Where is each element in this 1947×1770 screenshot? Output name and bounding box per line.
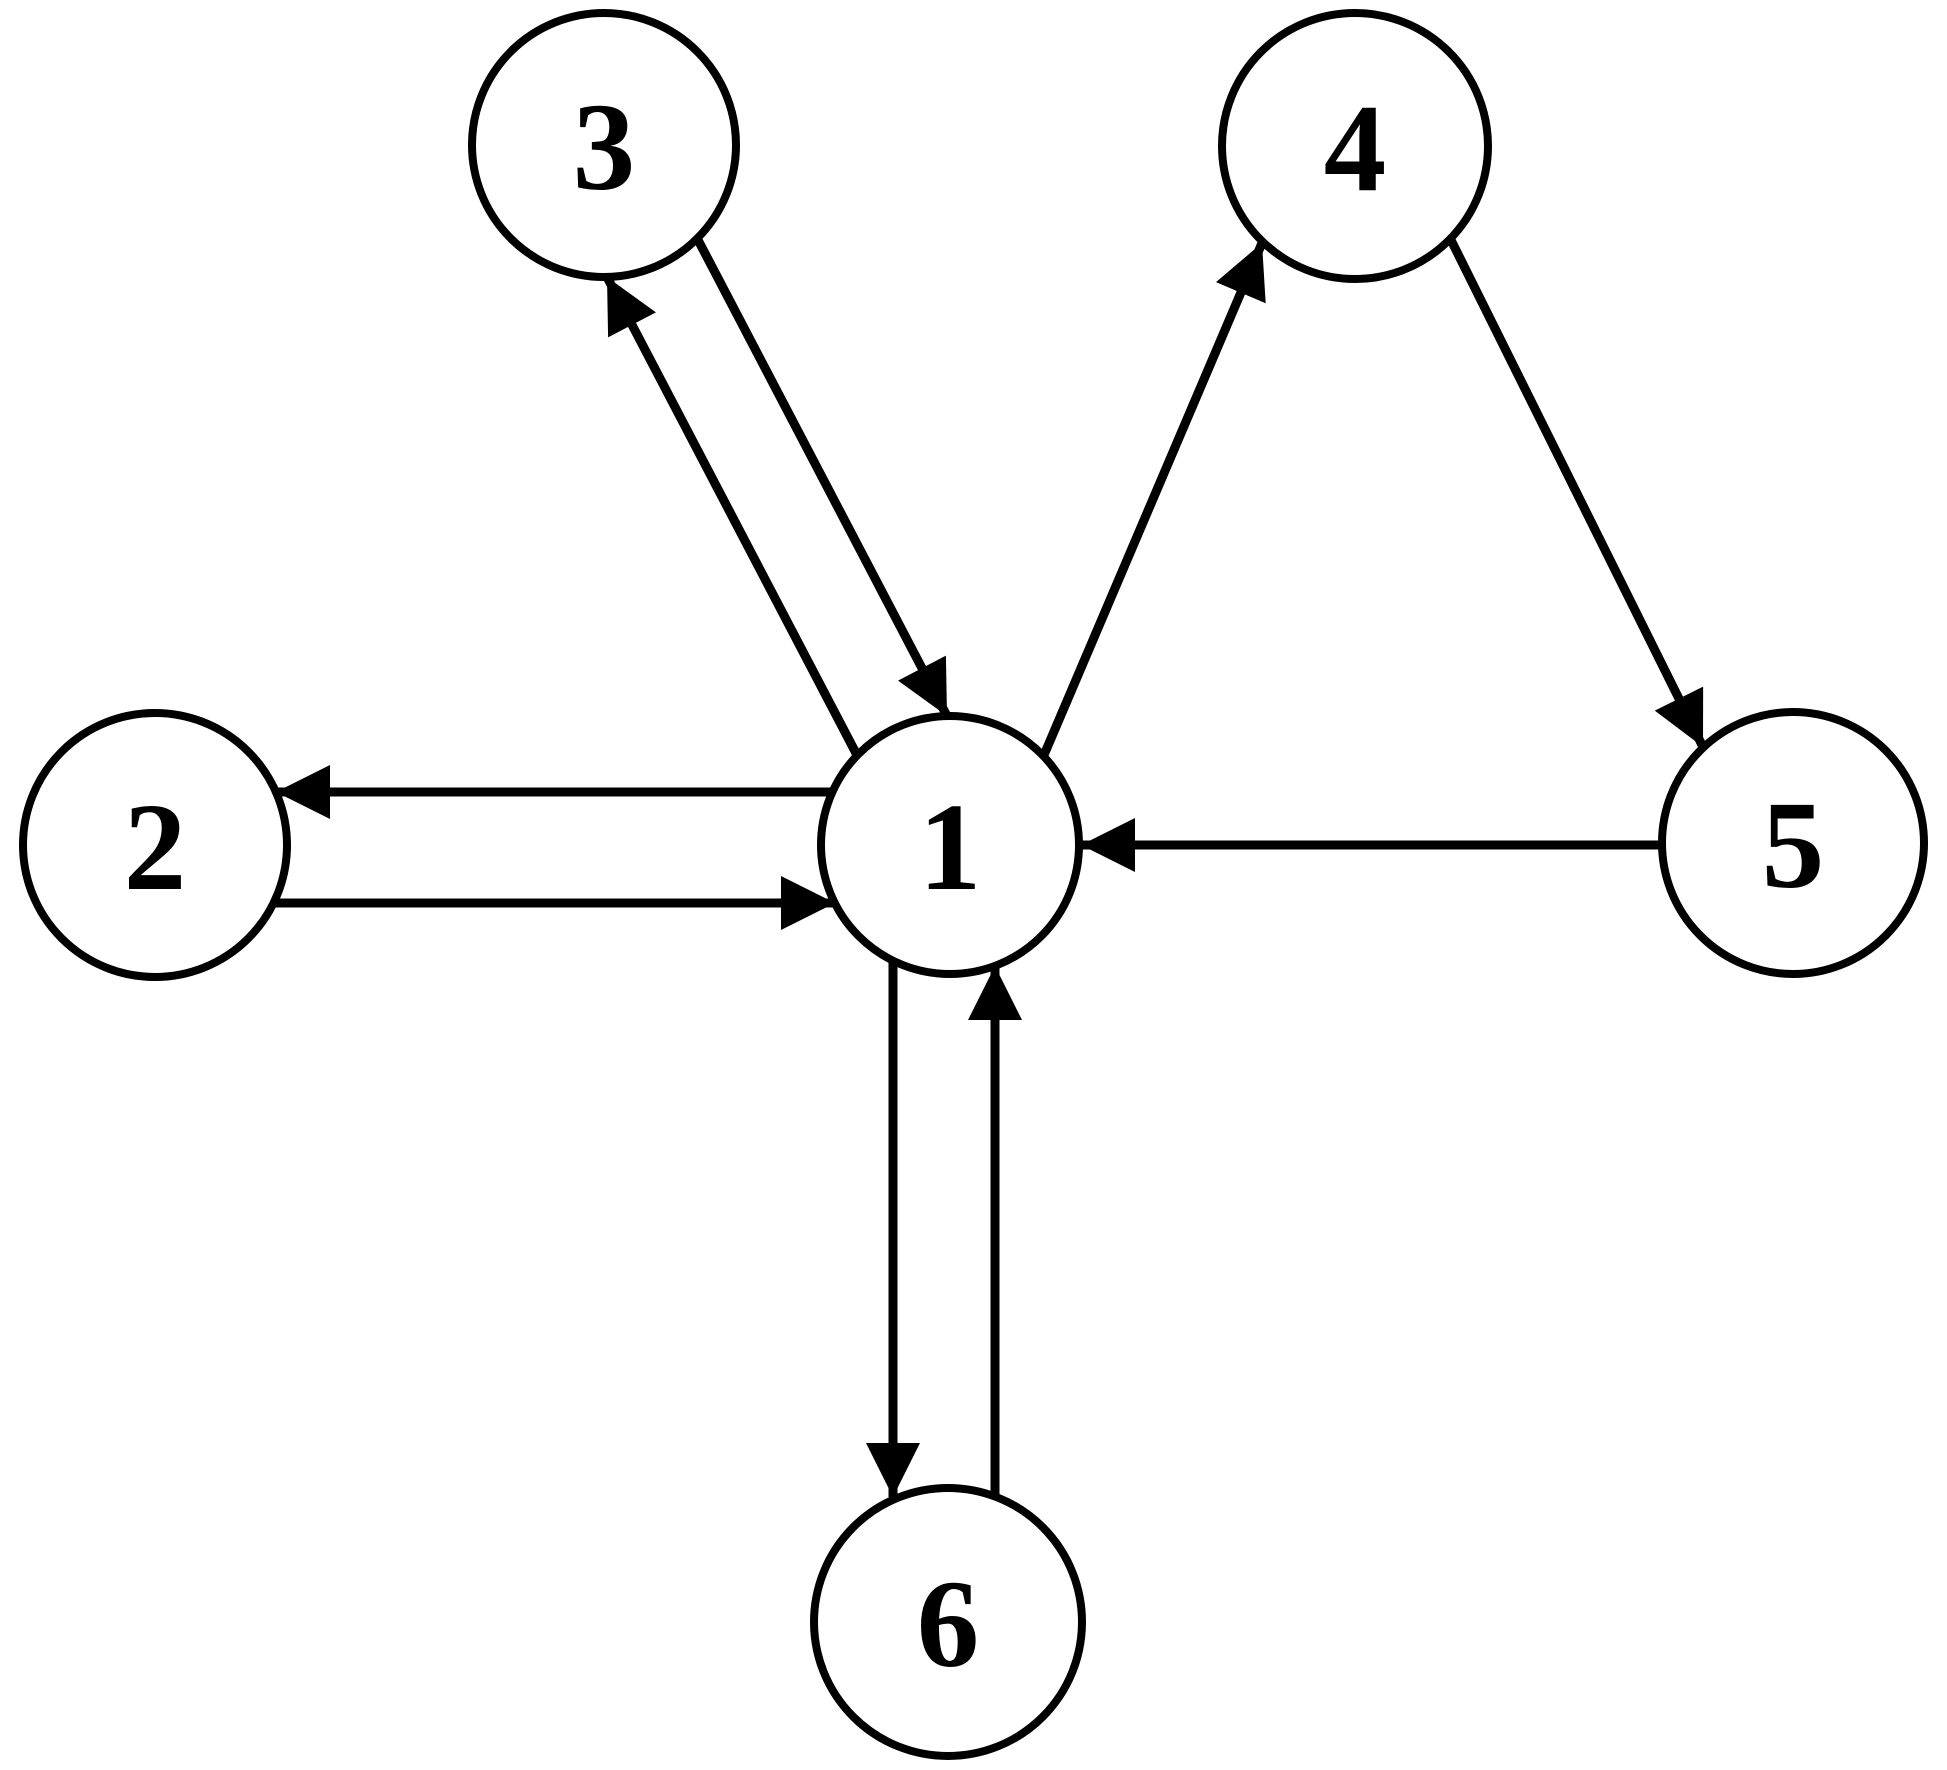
node-2-circle	[19, 709, 291, 981]
node-3: 3	[468, 9, 740, 281]
node-2: 2	[19, 709, 291, 981]
node-4: 4	[1218, 9, 1492, 283]
node-5-label: 5	[1762, 777, 1825, 915]
node-2-label: 2	[124, 779, 187, 917]
node-1-circle	[817, 712, 1083, 978]
node-5-circle	[1658, 708, 1928, 978]
node-4-circle	[1218, 9, 1492, 283]
node-4-label: 4	[1324, 80, 1387, 218]
node-6-circle	[810, 1484, 1086, 1760]
node-6-label: 6	[917, 1556, 980, 1694]
node-6: 6	[810, 1484, 1086, 1760]
edge-1-to-3	[603, 274, 862, 760]
node-3-circle	[468, 9, 740, 281]
edge-1-to-4	[1039, 241, 1267, 757]
nodes: 1 2 3 4 5 6	[19, 9, 1928, 1760]
node-3-label: 3	[573, 79, 636, 217]
node-5: 5	[1658, 708, 1928, 978]
node-1: 1	[817, 712, 1083, 978]
edge-4-to-5	[1445, 235, 1708, 750]
edge-3-to-1	[693, 235, 951, 719]
edges	[274, 235, 1708, 1497]
node-1-label: 1	[919, 779, 982, 917]
